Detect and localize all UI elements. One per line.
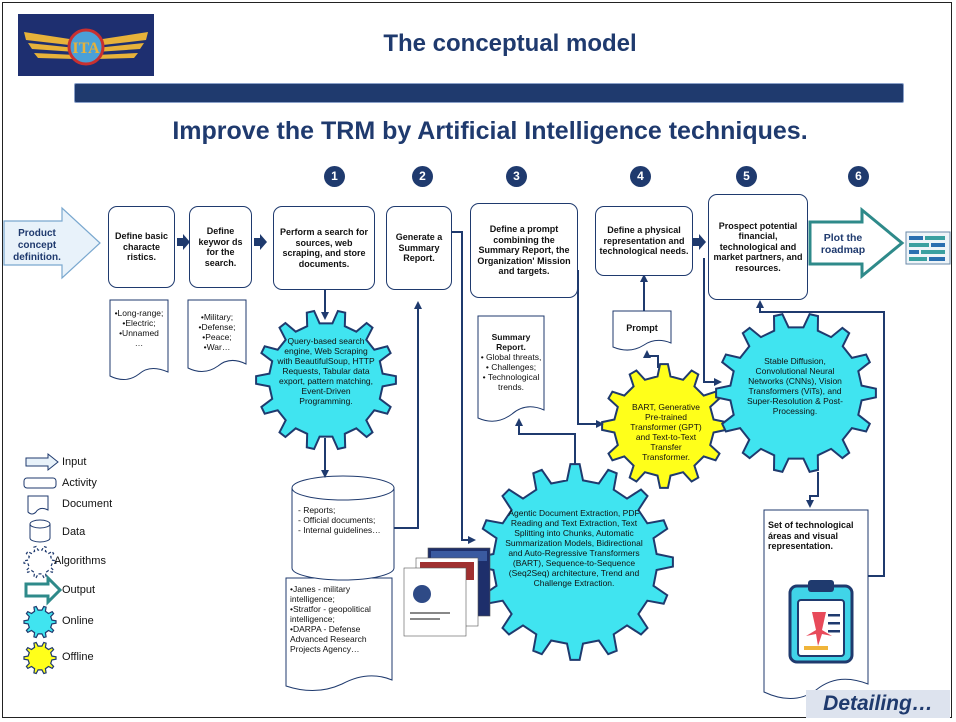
doc-keywords-shape bbox=[187, 299, 247, 372]
gear-search-shape bbox=[255, 309, 397, 451]
step-number-2: 2 bbox=[412, 166, 433, 187]
page-subtitle: Improve the TRM by Artificial Intelligen… bbox=[172, 117, 808, 145]
sources-list: •Janes - military intelligence;•Stratfor… bbox=[290, 584, 371, 654]
report-thumbnails bbox=[403, 547, 491, 637]
algorithm-document-text: Agentic Document Extraction, PDF Reading… bbox=[505, 508, 643, 588]
algorithm-llm-text: BART, Generative Pre-trained Transformer… bbox=[630, 402, 702, 462]
legend-algorithms-gear bbox=[23, 545, 57, 579]
doc-characteristics-shape bbox=[109, 299, 169, 380]
doc-summary-shape bbox=[477, 315, 545, 422]
legend-shapes bbox=[23, 452, 63, 606]
doc-summary-items: • Global threats,• Challenges;• Technolo… bbox=[480, 352, 542, 392]
input-arrow-label: Product concept definition. bbox=[13, 228, 61, 263]
flow-arrow-1 bbox=[177, 234, 190, 250]
connector-gear-to-summary bbox=[515, 418, 576, 464]
flow-arrow-3 bbox=[693, 234, 706, 250]
doc-prompt-shape bbox=[612, 310, 672, 351]
activity-perform-search: Perform a search for sources, web scrapi… bbox=[273, 206, 375, 290]
doc-characteristics-list: •Long-range;•Electric;•Unnamed… bbox=[114, 308, 164, 348]
connector-llm-to-prompt bbox=[643, 350, 659, 368]
doc-summary-title: Summary Report. bbox=[491, 332, 531, 352]
page-title: The conceptual model bbox=[383, 30, 637, 57]
legend-document: Document bbox=[62, 498, 113, 510]
doc-sources-shape bbox=[285, 577, 393, 691]
connector-prompt-to-llm bbox=[577, 270, 604, 428]
activity-prospect-partners: Prospect potential financial, technologi… bbox=[708, 194, 808, 300]
legend-offline: Offline bbox=[62, 651, 94, 663]
step-number-1: 1 bbox=[324, 166, 345, 187]
legend-online-gear bbox=[23, 605, 57, 639]
gear-llm-shape bbox=[601, 363, 727, 489]
roadmap-thumbnail bbox=[905, 231, 951, 265]
connector-physical-to-vision bbox=[703, 258, 722, 386]
step-number-6: 6 bbox=[848, 166, 869, 187]
legend-offline-gear bbox=[23, 641, 57, 675]
doc-prompt-label: Prompt bbox=[626, 323, 658, 333]
legend-output: Output bbox=[62, 584, 96, 596]
clipboard-icon bbox=[788, 580, 854, 664]
activity-define-prompt: Define a prompt combining the Summary Re… bbox=[470, 203, 578, 298]
logo-lettering: ITA bbox=[72, 40, 100, 57]
data-cylinder-shape bbox=[291, 488, 395, 581]
gear-vision-shape bbox=[715, 313, 877, 473]
step-number-4: 4 bbox=[630, 166, 651, 187]
flow-arrow-2 bbox=[254, 234, 267, 250]
gear-document-shape bbox=[476, 463, 674, 661]
algorithm-vision-text: Stable Diffusion, Convolutional Neural N… bbox=[747, 356, 843, 416]
data-store-list: - Reports;- Official documents;- Interna… bbox=[298, 505, 381, 535]
activity-generate-summary: Generate a Summary Report. bbox=[386, 206, 452, 290]
ita-logo: ITA bbox=[18, 14, 154, 76]
output-arrow-shape bbox=[808, 206, 905, 280]
activity-define-keywords: Define keywor ds for the search. bbox=[189, 206, 252, 288]
title-band bbox=[74, 83, 904, 103]
legend-input: Input bbox=[62, 456, 87, 468]
connector-data-to-report bbox=[394, 301, 422, 529]
activity-define-characteristics: Define basic characte ristics. bbox=[108, 206, 175, 288]
step-number-5: 5 bbox=[736, 166, 757, 187]
detailing-label: Detailing… bbox=[806, 690, 950, 718]
output-arrow-label: Plot the roadmap bbox=[820, 232, 866, 256]
connector-search-down-to-doc-gear bbox=[452, 231, 476, 544]
legend-activity: Activity bbox=[62, 477, 97, 489]
connector-vision-to-set bbox=[806, 472, 819, 508]
step-number-3: 3 bbox=[506, 166, 527, 187]
activity-define-physical: Define a physical representation and tec… bbox=[595, 206, 693, 276]
algorithm-search-text: Query-based search engine, Web Scraping … bbox=[277, 336, 375, 406]
doc-keywords-list: •Military;•Defense;•Peace;•War… bbox=[198, 312, 236, 352]
legend-data: Data bbox=[62, 526, 86, 538]
legend-algorithms: Algorithms bbox=[54, 555, 106, 567]
doc-set-title: Set of technological áreas and visual re… bbox=[768, 520, 854, 551]
legend-online: Online bbox=[62, 615, 94, 627]
connector-set-to-prospect bbox=[756, 300, 885, 577]
input-arrow-shape bbox=[3, 206, 101, 280]
